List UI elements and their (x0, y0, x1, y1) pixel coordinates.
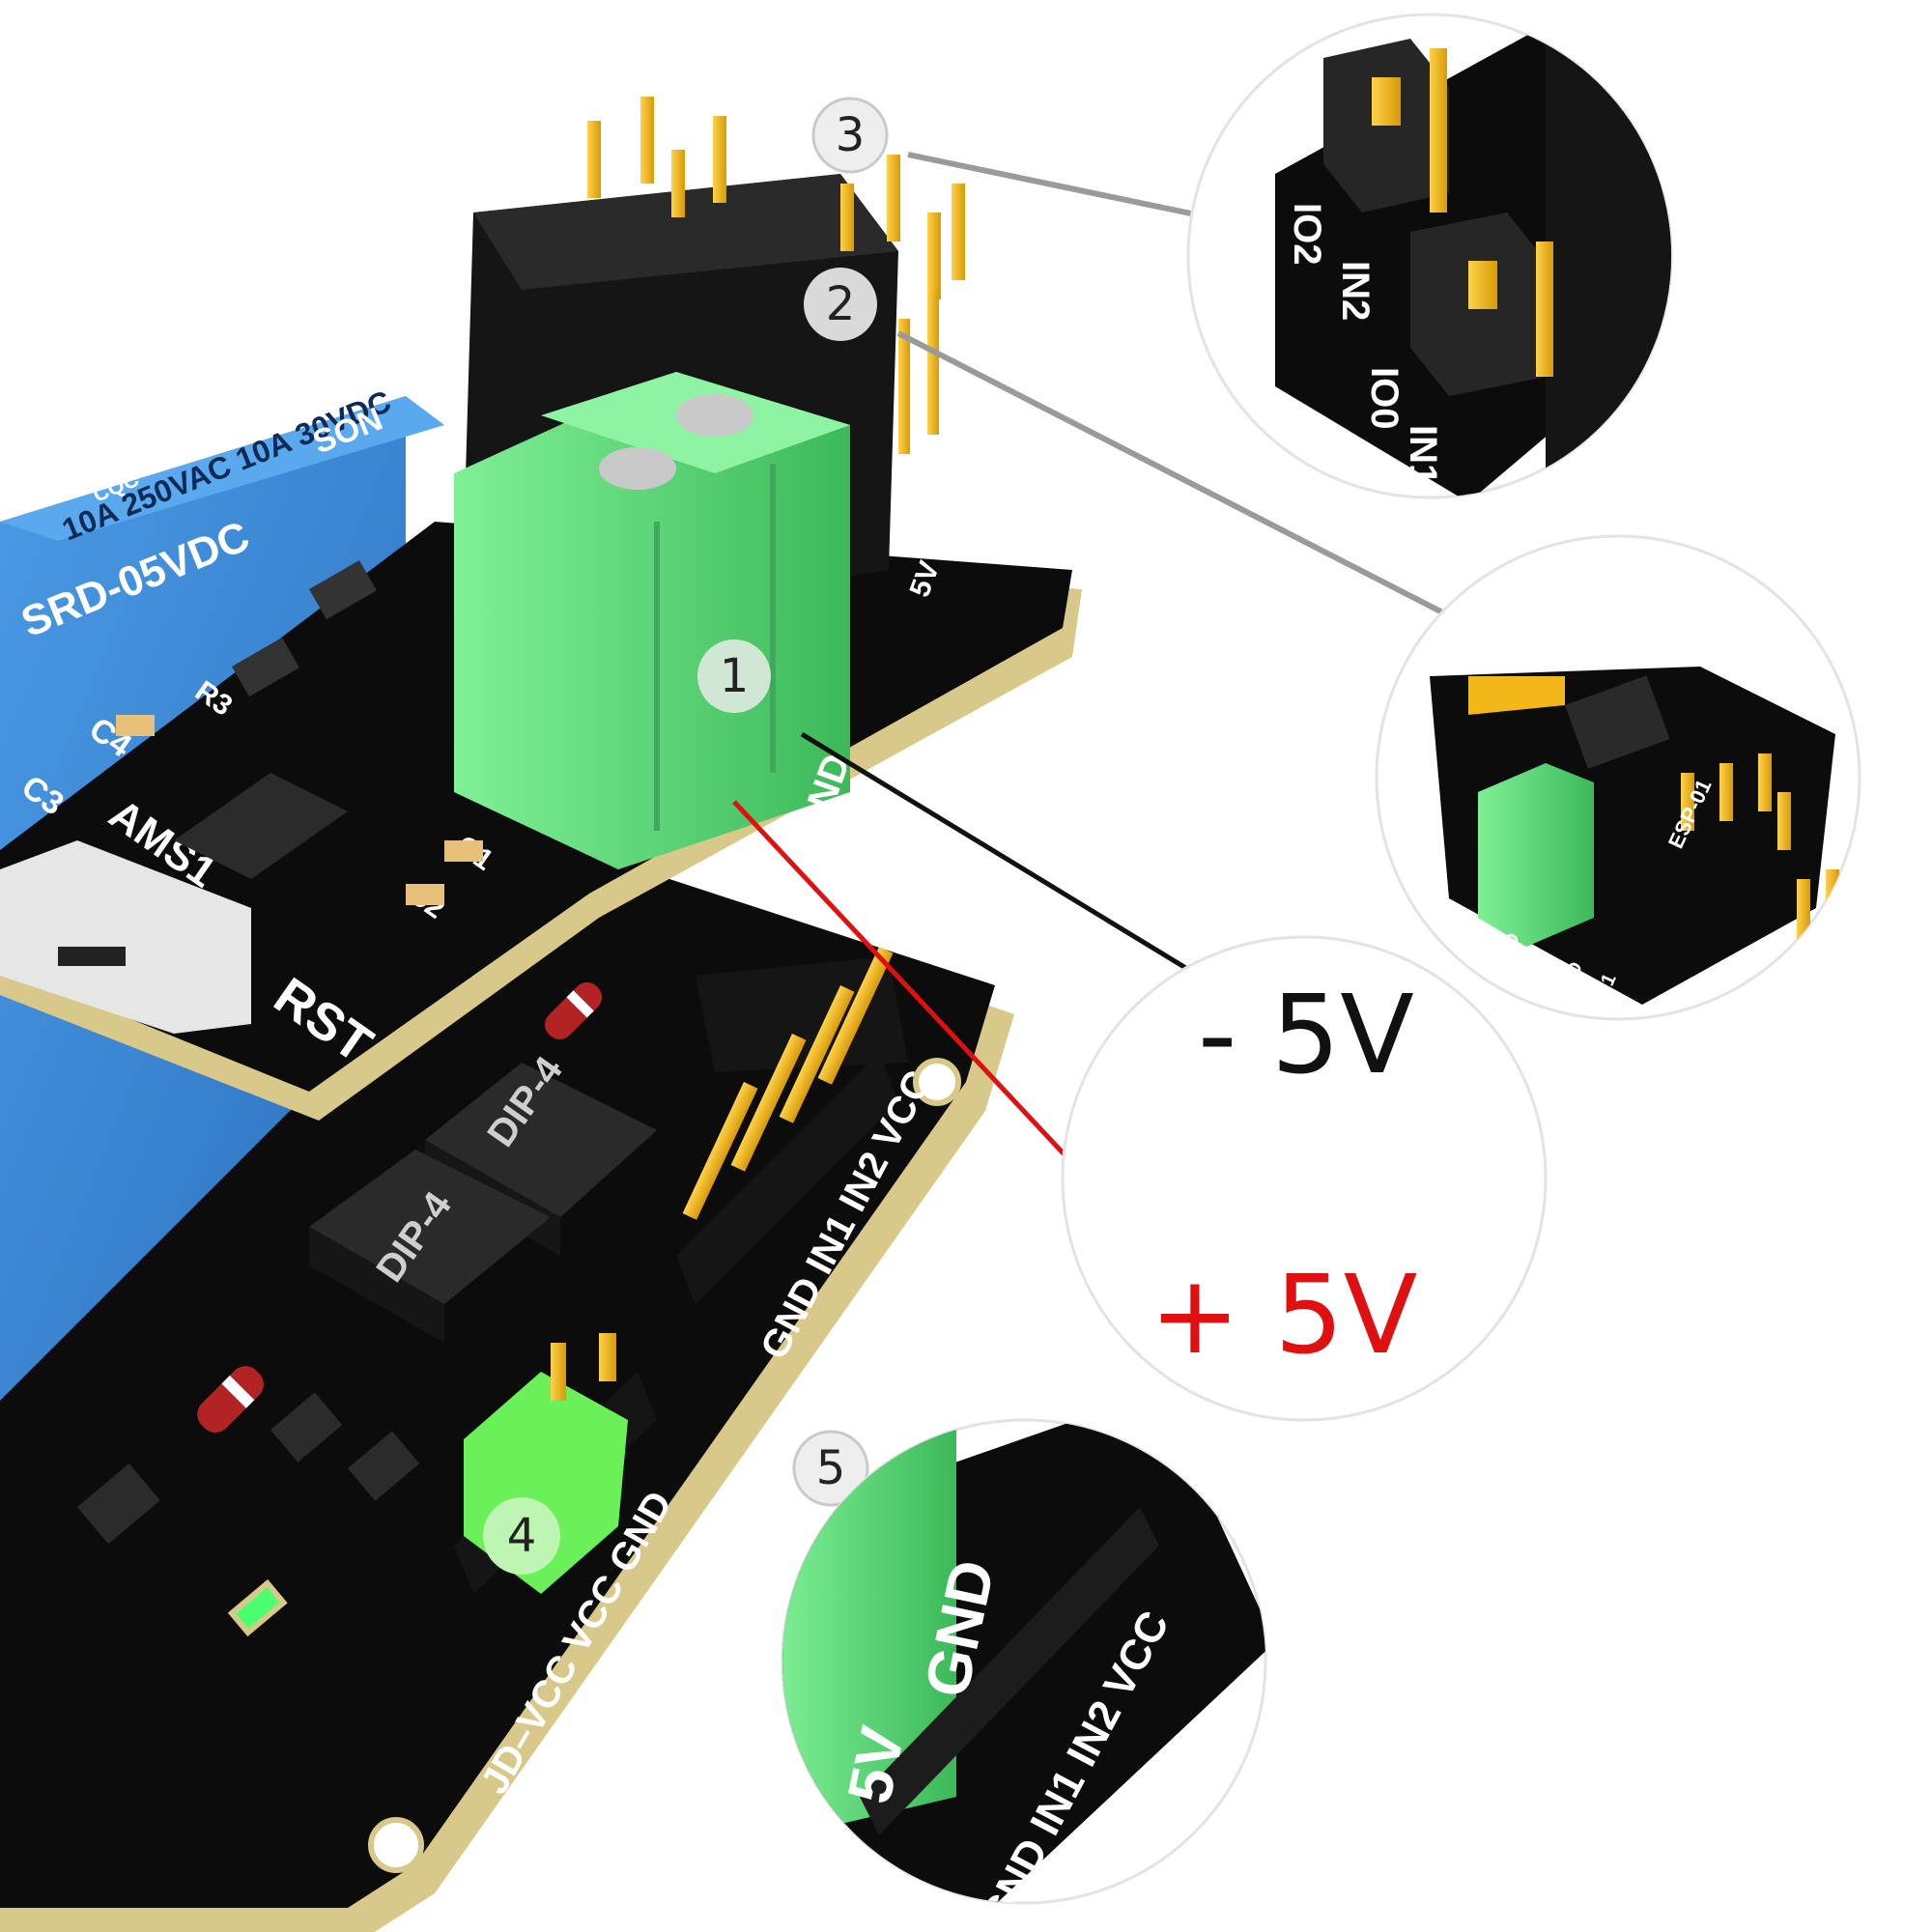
callout-badge-3: 3 (811, 97, 889, 174)
esp-header-pins (587, 97, 965, 454)
io2-label: IO2 (1286, 203, 1328, 265)
transistor (76, 1463, 160, 1545)
callout-4-label: 4 (507, 1509, 537, 1563)
diode (197, 1366, 264, 1433)
smd-capacitor (116, 715, 155, 736)
callout-3-label: 3 (836, 108, 866, 162)
ams1117-chip (174, 773, 348, 879)
arrow-gnd-to-minus5v (800, 731, 1255, 1010)
terminal-screw (676, 394, 753, 437)
in2-label: IN2 (1334, 261, 1377, 321)
terminal-5v-label: 5V (731, 833, 787, 892)
zoom-esp-terminal (1478, 763, 1594, 947)
in1-label: IN1 (1402, 425, 1444, 485)
callout-badge-4: 4 (483, 1497, 560, 1575)
main-relay-board: 10A 250VAC 10A 30VDC SRD-05VDC SON CQC R… (0, 97, 1082, 1932)
minus-5v-label: - 5V (1198, 973, 1414, 1098)
transistor (347, 1431, 420, 1501)
optocoupler-2: DIP-4 (309, 1150, 551, 1343)
diode (544, 981, 603, 1040)
zoom-jumper-io2 (1323, 39, 1449, 213)
callout-2-label: 2 (826, 277, 856, 331)
callout-badge-5: 5 (792, 1430, 869, 1507)
zoom-terminal-circle: GND 5V GND IN1 IN2 VCC (781, 1418, 1267, 1905)
zoom-jumper-circle: IO2 IN2 IO0 IN1 (1186, 13, 1673, 499)
zoom-jumper-io0 (1410, 213, 1553, 396)
power-legend-circle: - 5V + 5V (1061, 935, 1548, 1422)
smd-capacitor (444, 840, 483, 862)
zoom-esp01-circle: ESP-01 5V GND GND IN1 (1375, 534, 1861, 1021)
callout-badge-2: 2 (804, 268, 877, 341)
screw-terminal (454, 372, 850, 869)
smd-capacitor (406, 884, 444, 905)
rst-button[interactable] (0, 840, 251, 1034)
callout-badge-1: 1 (697, 639, 771, 713)
callout-5-label: 5 (816, 1441, 846, 1495)
mount-hole (913, 1058, 961, 1106)
io0-label: IO0 (1363, 367, 1406, 429)
callout-1-label: 1 (720, 649, 750, 703)
zoom5-5v-label: 5V (834, 1720, 918, 1809)
status-led (227, 1578, 288, 1637)
esp-chip (1565, 675, 1670, 769)
smd-component (231, 638, 299, 697)
smd-component (309, 560, 377, 620)
transistor (270, 1392, 343, 1463)
terminal-screw (599, 447, 676, 490)
plus-5v-label: + 5V (1150, 1253, 1417, 1378)
mount-hole (368, 1817, 424, 1873)
input-header (676, 947, 898, 1304)
